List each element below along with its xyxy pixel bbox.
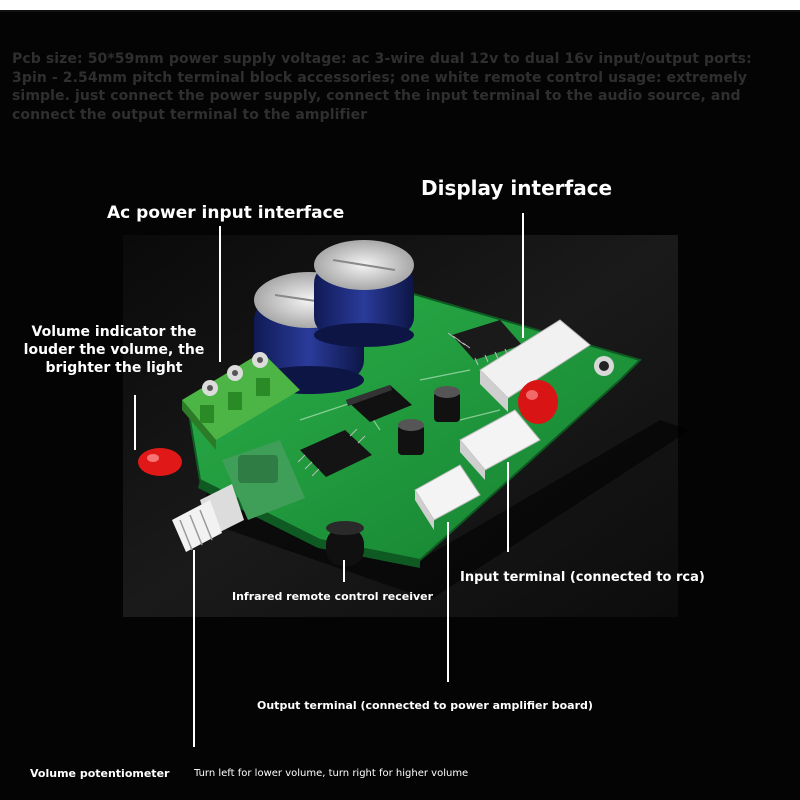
board-shadow: [200, 420, 690, 600]
volume-potentiometer-label: Volume potentiometer: [30, 767, 170, 780]
output-terminal-connector: [414, 464, 481, 530]
red-led: [518, 380, 558, 424]
display-interface-label: Display interface: [421, 176, 613, 200]
callout-lines: [134, 213, 524, 747]
ir-receiver-component: [326, 521, 364, 566]
product-description: Pcb size: 50*59mm power supply voltage: …: [12, 51, 752, 123]
ac-power-input-label: Ac power input interface: [107, 203, 345, 223]
ir-receiver-label: Infrared remote control receiver: [232, 590, 434, 603]
top-white-rule: [0, 0, 800, 10]
rotary-potentiometer: [172, 440, 305, 552]
volume-indicator-label: Volume indicator the louder the volume, …: [23, 324, 205, 376]
display-connector: [479, 319, 591, 412]
top-dark-rule: [0, 10, 800, 12]
small-ic-chip: [346, 385, 412, 422]
electrolytic-capacitor: [314, 240, 414, 347]
main-ic-chip: [447, 320, 522, 366]
lower-ic-chip: [297, 428, 372, 477]
red-led: [138, 448, 182, 476]
small-capacitor: [434, 386, 460, 422]
small-capacitor: [398, 419, 424, 455]
volume-direction-label: Turn left for lower volume, turn right f…: [194, 768, 469, 779]
input-terminal-connector: [459, 409, 541, 480]
screw-terminal-block: [182, 352, 300, 450]
output-terminal-label: Output terminal (connected to power ampl…: [257, 699, 593, 712]
input-terminal-label: Input terminal (connected to rca): [460, 570, 705, 585]
